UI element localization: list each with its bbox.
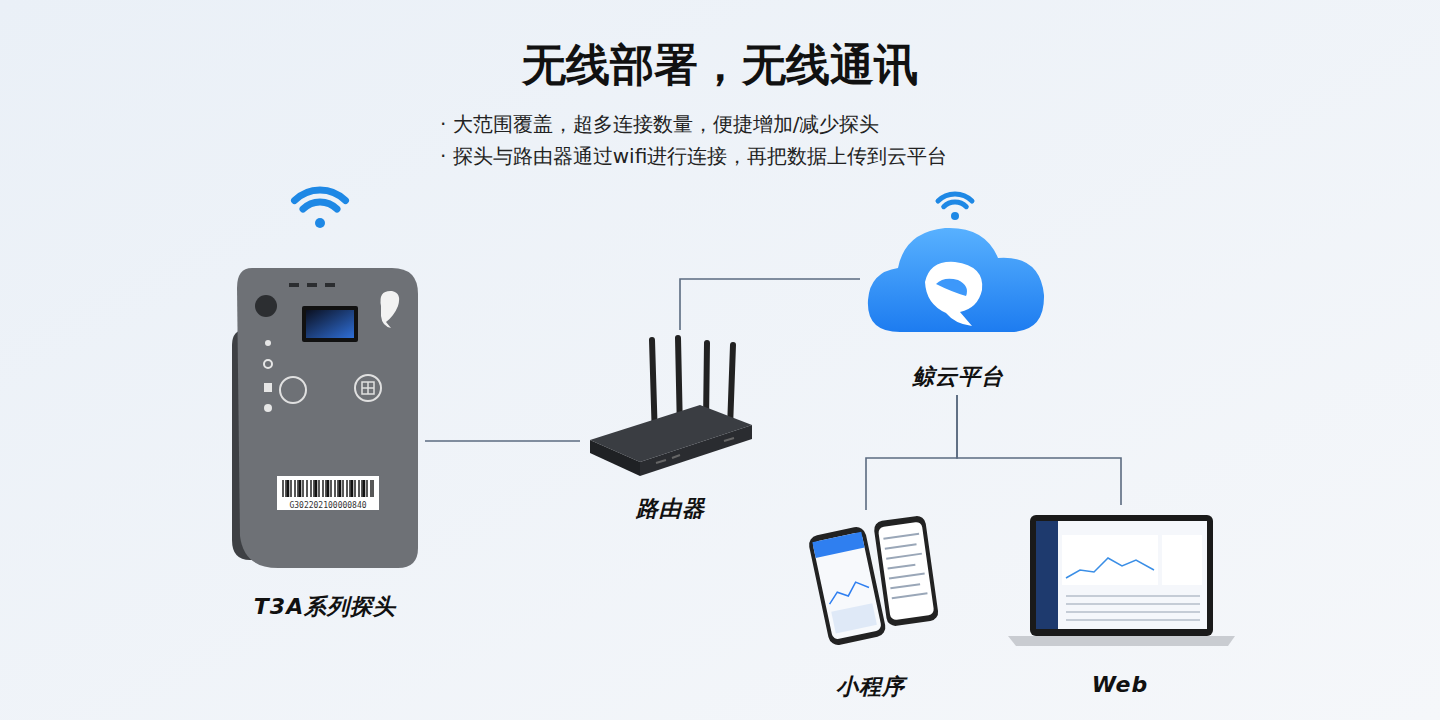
mini-program: 小程序	[800, 510, 940, 705]
node-label: 小程序	[800, 672, 940, 702]
web-chart	[1066, 558, 1154, 578]
barcode	[288, 480, 364, 497]
wifi-dot	[951, 212, 959, 220]
node-label: 鲸云平台	[860, 362, 1055, 392]
whale-logo	[925, 262, 982, 326]
led	[325, 283, 335, 287]
status-icon	[264, 404, 272, 412]
phone-screen	[812, 532, 882, 640]
led	[307, 283, 317, 287]
connector-group	[680, 279, 860, 330]
status-icon	[264, 383, 272, 392]
laptop-base	[1008, 636, 1235, 646]
laptop-bezel	[1030, 515, 1213, 636]
device-logo	[380, 291, 399, 328]
cloud-shape	[868, 228, 1044, 332]
wifi-arc	[303, 202, 337, 209]
barcode-sticker	[277, 476, 379, 510]
status-icon	[264, 360, 272, 368]
wifi-dot	[315, 218, 325, 228]
web-panel	[1062, 535, 1158, 585]
connector-group	[866, 395, 957, 510]
phone-body	[873, 515, 939, 627]
button-glyph	[362, 382, 374, 394]
button	[355, 375, 381, 401]
connectors	[425, 279, 1121, 510]
router-port	[656, 438, 734, 463]
phone	[873, 515, 939, 627]
device-body	[237, 268, 418, 568]
laptop-screen	[1036, 521, 1207, 629]
led	[289, 283, 299, 287]
bullet-note: · 大范围覆盖，超多连接数量，便捷增加/减少探头	[440, 111, 879, 138]
web-panel	[1162, 535, 1202, 585]
whale-logo-cut	[936, 279, 967, 296]
screen-frame	[302, 306, 358, 342]
network-link	[957, 395, 1121, 505]
app-header	[812, 532, 864, 558]
wifi-arc	[944, 202, 967, 207]
router: 路由器	[580, 330, 760, 525]
network-link	[680, 279, 860, 330]
app-chart	[826, 580, 870, 604]
cloud-platform: 鲸云平台	[860, 215, 1055, 395]
node-label: Web	[1000, 672, 1240, 697]
app-list	[883, 534, 927, 598]
phone-screen	[878, 521, 935, 620]
web-table	[1066, 596, 1200, 620]
node-label: T3A系列探头	[225, 592, 425, 622]
wifi-icon	[295, 190, 346, 209]
antenna	[730, 345, 733, 428]
barcode	[283, 480, 373, 497]
screen	[306, 310, 354, 338]
serial-number: G302202100000840	[278, 501, 378, 510]
button	[280, 377, 306, 403]
router-front	[640, 425, 752, 476]
network-link	[425, 440, 580, 442]
network-link	[866, 395, 957, 510]
phone-body	[807, 525, 887, 647]
phone	[807, 525, 887, 647]
connector-group	[425, 441, 580, 442]
app-map	[831, 603, 877, 633]
web-sidebar	[1036, 521, 1058, 629]
wifi-icon	[938, 194, 972, 207]
node-label: 路由器	[580, 494, 760, 524]
status-icon	[265, 340, 271, 346]
web-client: Web	[1000, 505, 1240, 705]
diagram-title: 无线部署，无线通讯	[0, 36, 1440, 95]
bullet-note: · 探头与路由器通过wifi进行连接，再把数据上传到云平台	[440, 143, 947, 170]
router-side	[590, 440, 640, 476]
connector-group	[957, 395, 1121, 505]
probe-device: G302202100000840T3A系列探头	[225, 262, 425, 622]
sensor-window	[255, 295, 277, 317]
